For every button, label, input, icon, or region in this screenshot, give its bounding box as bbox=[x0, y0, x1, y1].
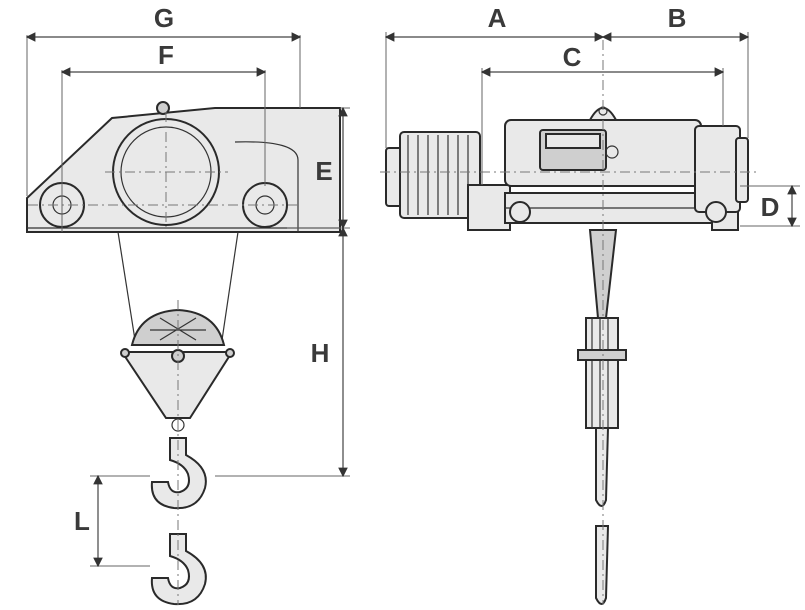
dimension-label-h: H bbox=[311, 338, 330, 368]
hook-block-pin-left bbox=[120, 348, 130, 358]
side-hook-block-plates bbox=[591, 318, 609, 428]
dimension-label-a: A bbox=[488, 3, 507, 33]
front-view: G F E H L bbox=[25, 3, 350, 606]
rope-right bbox=[221, 231, 239, 341]
motor-fins bbox=[407, 135, 469, 215]
control-box-lid bbox=[545, 133, 601, 149]
lifting-eye bbox=[156, 101, 170, 115]
dimension-label-g: G bbox=[154, 3, 174, 33]
gearbox bbox=[694, 125, 741, 213]
side-wheel-right bbox=[705, 201, 727, 223]
hook-block-pin-right bbox=[225, 348, 235, 358]
dimension-label-e: E bbox=[315, 156, 332, 186]
trolley-right-gusset bbox=[234, 141, 299, 232]
gearbox-cap bbox=[735, 137, 749, 203]
side-wheel-left bbox=[509, 201, 531, 223]
side-view: A B C D bbox=[380, 3, 800, 605]
lower-hook bbox=[150, 533, 207, 606]
dimension-label-b: B bbox=[668, 3, 687, 33]
control-box-gland bbox=[605, 145, 619, 159]
side-hook-block-axle bbox=[577, 349, 627, 361]
side-lower-hook bbox=[595, 525, 610, 605]
dimension-label-d: D bbox=[761, 192, 780, 222]
side-upper-hook bbox=[595, 427, 610, 507]
dimension-label-f: F bbox=[158, 40, 174, 70]
dimension-label-l: L bbox=[74, 506, 90, 536]
rope-left bbox=[117, 231, 136, 341]
trolley-side-left bbox=[467, 184, 511, 231]
dimension-label-c: C bbox=[563, 42, 582, 72]
hook-block-lower-pin bbox=[171, 418, 185, 432]
hook-block-body bbox=[120, 351, 234, 419]
upper-hook bbox=[150, 437, 207, 510]
side-hook-block bbox=[585, 317, 619, 429]
motor-housing bbox=[399, 131, 481, 219]
